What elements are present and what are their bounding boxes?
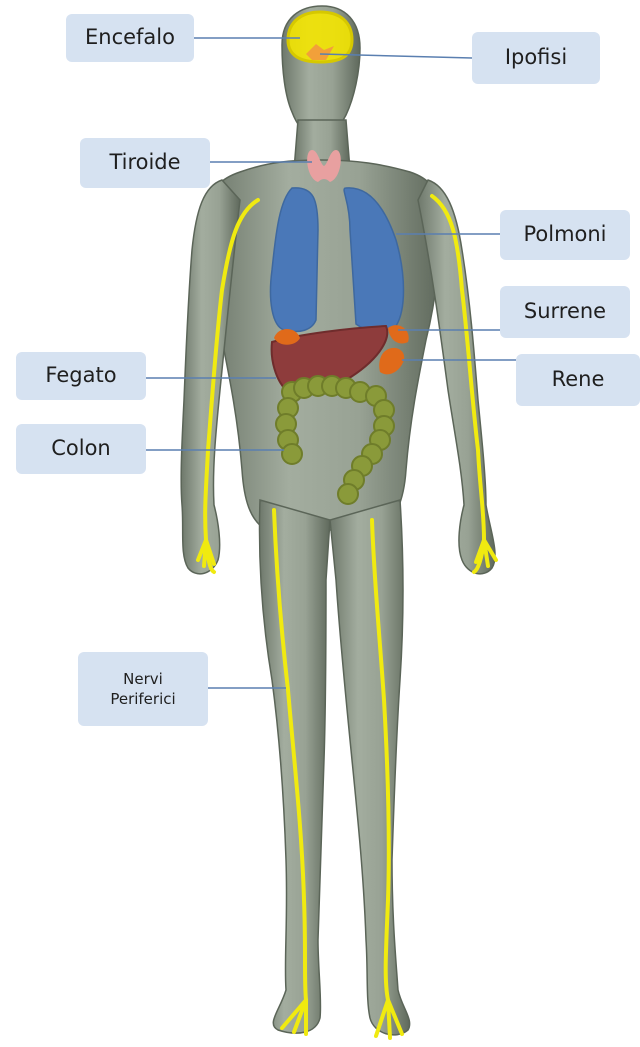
label-nervi-periferici: Nervi Periferici (78, 652, 208, 726)
leg-right (330, 500, 410, 1035)
label-nervi-line1: Nervi (123, 669, 163, 689)
label-rene: Rene (516, 354, 640, 406)
label-fegato: Fegato (16, 352, 146, 400)
label-colon: Colon (16, 424, 146, 474)
label-surrene: Surrene (500, 286, 630, 338)
label-ipofisi: Ipofisi (472, 32, 600, 84)
label-tiroide: Tiroide (80, 138, 210, 188)
label-nervi-line2: Periferici (110, 689, 175, 709)
label-polmoni: Polmoni (500, 210, 630, 260)
label-encefalo: Encefalo (66, 14, 194, 62)
